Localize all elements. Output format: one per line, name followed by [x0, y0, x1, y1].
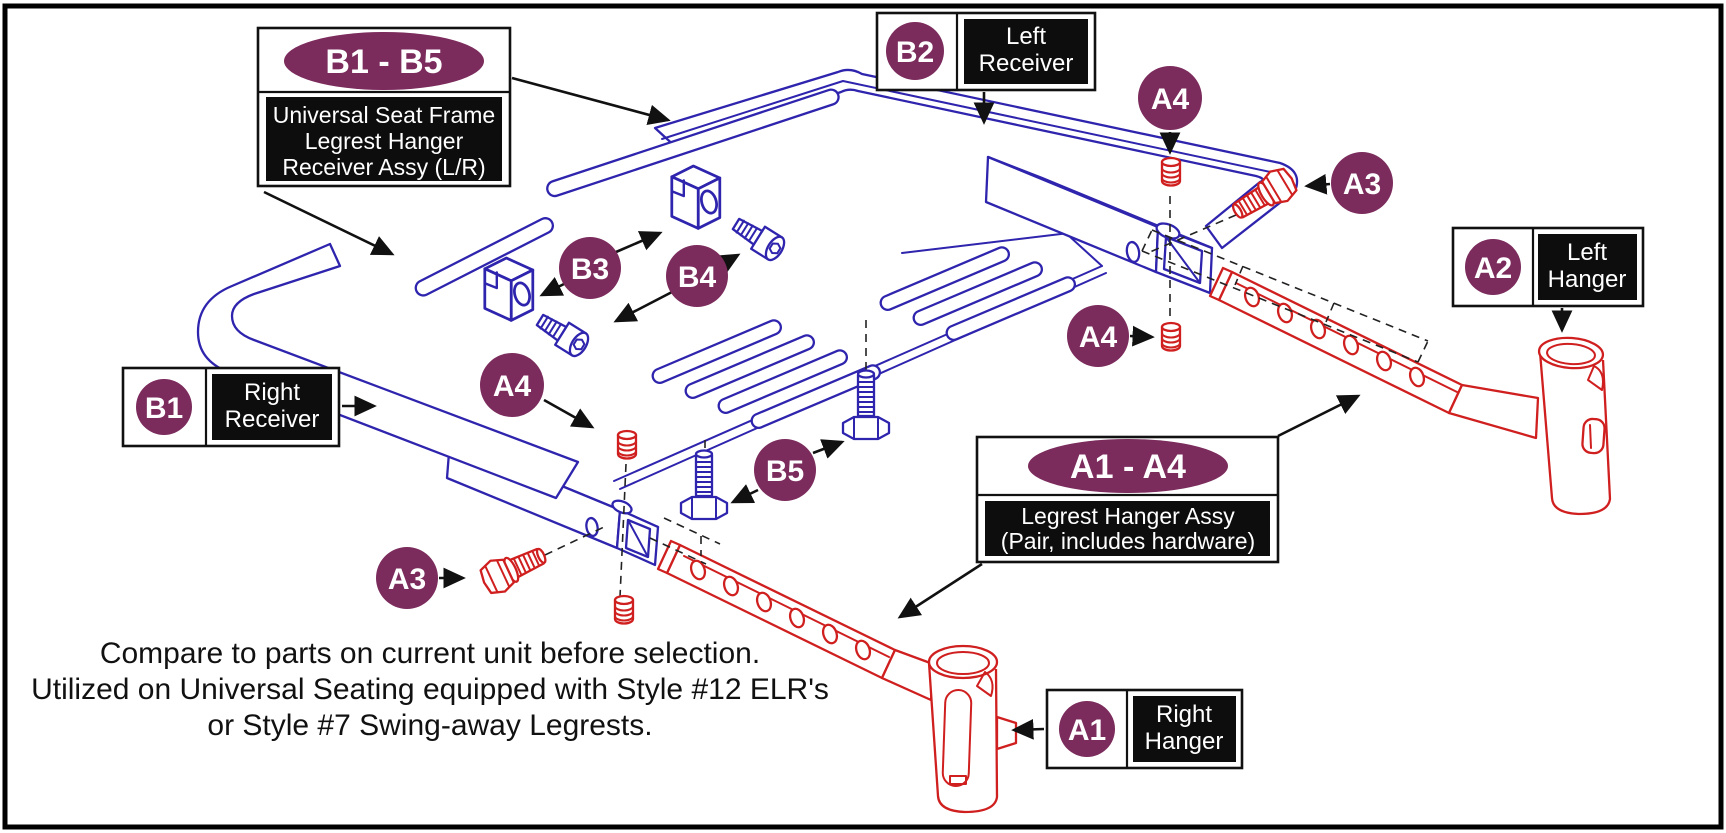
- a1-a4-range-text: A1 - A4: [1070, 448, 1186, 486]
- b2-label-line1: Left: [1006, 23, 1046, 50]
- callout-a1-right-hanger: A1 Right Hanger: [1045, 688, 1244, 770]
- badge-a4-right: A4: [1067, 305, 1129, 367]
- badge-a3-left: A3: [376, 547, 438, 609]
- b1-badge: [136, 379, 192, 435]
- footnote: Compare to parts on current unit before …: [31, 637, 829, 742]
- b1-b5-range-badge: [284, 32, 484, 90]
- a2-label-line1: Left: [1567, 239, 1607, 266]
- badge-a4-middle: A4: [480, 353, 544, 417]
- clamp-block-lower: [483, 256, 535, 322]
- a1-a4-range-badge: [1028, 439, 1228, 493]
- badge-b4: B4: [666, 245, 728, 307]
- a1-label-line1: Right: [1156, 701, 1212, 728]
- b2-badge-text: B2: [896, 36, 934, 69]
- callout-b1-b5: B1 - B5 Universal Seat Frame Legrest Han…: [256, 26, 512, 188]
- clamp-block-upper: [670, 164, 722, 230]
- badge-a4-middle-text: A4: [493, 370, 532, 403]
- right-hanger: [656, 539, 1018, 814]
- set-screw-middle: [616, 429, 638, 460]
- a1-label-line2: Hanger: [1145, 728, 1224, 755]
- badge-a3-right: A3: [1331, 152, 1393, 214]
- a2-badge-text: A2: [1474, 252, 1512, 285]
- badge-a4-top: A4: [1138, 66, 1202, 130]
- b1-b5-range-text: B1 - B5: [325, 43, 442, 81]
- callout-arrows: [263, 76, 1573, 740]
- badge-a3-right-text: A3: [1343, 168, 1381, 201]
- footnote-line3: or Style #7 Swing-away Legrests.: [207, 709, 652, 742]
- badge-b3: B3: [559, 237, 621, 299]
- badge-b3-text: B3: [571, 253, 609, 286]
- left-hanger: [1208, 266, 1612, 516]
- badge-b4-text: B4: [678, 261, 717, 294]
- left-hanger-tube: [1537, 336, 1612, 516]
- badge-a3-left-text: A3: [388, 563, 426, 596]
- b1-label-line2: Receiver: [225, 406, 320, 433]
- b2-badge: [886, 22, 944, 80]
- callout-b2-left-receiver: B2 Left Receiver: [875, 11, 1097, 92]
- frame-cross-tube-lower: [414, 217, 554, 297]
- frame-side-rail: [196, 242, 580, 500]
- plate-slots: [651, 246, 1077, 429]
- b1-label-line1: Right: [244, 379, 300, 406]
- footnote-line1: Compare to parts on current unit before …: [100, 637, 760, 670]
- b1-b5-desc-line1: Universal Seat Frame: [273, 102, 495, 128]
- badge-a4-top-text: A4: [1151, 83, 1190, 116]
- badge-b5-text: B5: [766, 455, 804, 488]
- b1-badge-text: B1: [145, 392, 183, 425]
- a1-badge-text: A1: [1068, 714, 1106, 747]
- slotted-plate: [389, 171, 1107, 490]
- b1-b5-desc-line2: Legrest Hanger: [305, 128, 464, 154]
- a2-label-line2: Hanger: [1548, 266, 1627, 293]
- right-hanger-tube: [927, 644, 1018, 814]
- hanger-pin: [995, 715, 1018, 751]
- b2-label-line2: Receiver: [979, 50, 1074, 77]
- seat-frame-receiver-assembly: [196, 68, 1299, 567]
- a1-a4-desc-line2: (Pair, includes hardware): [1001, 528, 1255, 554]
- b1-b5-desc-line3: Receiver Assy (L/R): [282, 154, 485, 180]
- callout-a2-left-hanger: A2 Left Hanger: [1451, 226, 1645, 308]
- badge-b5: B5: [754, 439, 816, 501]
- footnote-line2: Utilized on Universal Seating equipped w…: [31, 673, 829, 706]
- callout-a1-a4: A1 - A4 Legrest Hanger Assy (Pair, inclu…: [975, 435, 1280, 564]
- frame-cross-tube-upper: [546, 88, 840, 198]
- alignment-dashed-lines: [544, 196, 1429, 598]
- set-screw-bottom-left: [613, 594, 635, 625]
- set-screw-mid-right: [1160, 321, 1182, 352]
- set-screw-top-right: [1160, 156, 1182, 187]
- callout-b1-right-receiver: B1 Right Receiver: [121, 366, 341, 448]
- a2-badge: [1465, 239, 1521, 295]
- badge-a4-right-text: A4: [1079, 321, 1118, 354]
- a1-a4-desc-line1: Legrest Hanger Assy: [1021, 503, 1235, 529]
- a1-badge: [1059, 701, 1115, 757]
